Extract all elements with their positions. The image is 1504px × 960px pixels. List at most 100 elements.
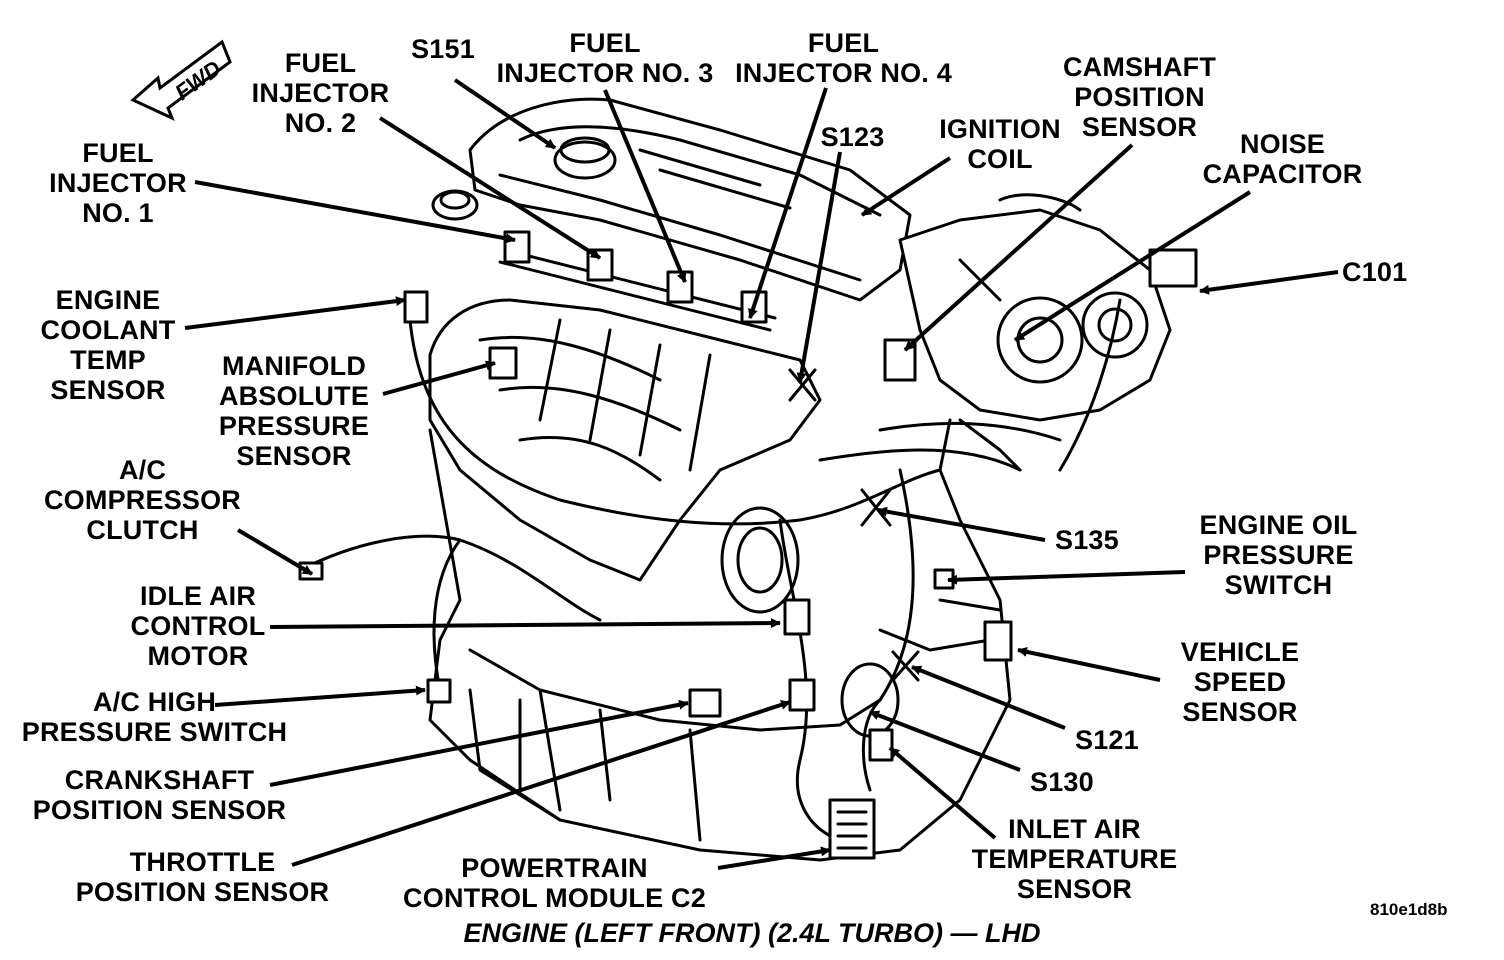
callout-line: PRESSURE SWITCH: [21, 717, 288, 747]
callout-line: POSITION: [1074, 82, 1205, 112]
callout-idle-air-control-motor: IDLE AIR CONTROL MOTOR: [118, 581, 278, 671]
leader-throttle-position-sensor: [291, 700, 791, 867]
engine-body: [298, 97, 1198, 862]
forward-direction-arrow: FWD: [130, 39, 232, 121]
leader-inlet-air-temperature-sensor: [888, 746, 997, 840]
callout-line: MOTOR: [147, 641, 249, 671]
callout-line: TEMP: [70, 345, 146, 375]
callout-line: SPEED: [1193, 667, 1287, 697]
callout-s121: S121: [1075, 725, 1170, 755]
callout-manifold-absolute-pressure-sensor: MANIFOLD ABSOLUTE PRESSURE SENSOR: [205, 351, 383, 471]
callout-line: INJECTOR: [49, 168, 187, 198]
callout-inlet-air-temperature-sensor: INLET AIR TEMPERATURE SENSOR: [962, 814, 1187, 904]
callout-line: SENSOR: [50, 375, 166, 405]
leader-s121: [911, 665, 1066, 730]
callout-line: IGNITION: [939, 114, 1061, 144]
callout-line: S121: [1075, 725, 1139, 755]
callout-line: CRANKSHAFT: [64, 765, 255, 795]
callout-line: ENGINE: [55, 285, 161, 315]
leader-s123: [796, 151, 842, 383]
leader-noise-capacitor: [1013, 190, 1252, 342]
callout-fuel-injector-3: FUEL INJECTOR NO. 3: [485, 28, 725, 88]
callout-fuel-injector-2: FUEL INJECTOR NO. 2: [238, 48, 403, 138]
leader-fuel-injector-2: [378, 116, 602, 260]
leader-fuel-injector-3: [603, 89, 687, 283]
callout-line: MANIFOLD: [221, 351, 367, 381]
leader-fuel-injector-4: [748, 87, 828, 319]
callout-line: A/C: [118, 455, 167, 485]
callout-line: NO. 2: [284, 108, 357, 138]
callout-line: SENSOR: [1182, 697, 1298, 727]
callout-line: COOLANT: [40, 315, 176, 345]
callout-line: POSITION SENSOR: [32, 795, 287, 825]
callout-line: CLUTCH: [86, 515, 199, 545]
callout-line: ABSOLUTE: [218, 381, 370, 411]
leader-ignition-coil: [860, 156, 952, 217]
callout-line: PRESSURE: [1203, 540, 1354, 570]
leader-powertrain-control-module-c2: [717, 846, 831, 870]
callout-ignition-coil: IGNITION COIL: [925, 114, 1075, 174]
callout-engine-oil-pressure-switch: ENGINE OIL PRESSURE SWITCH: [1186, 510, 1371, 600]
leader-engine-coolant-temp-sensor: [184, 296, 406, 330]
leader-lines: [184, 78, 1339, 870]
leader-ac-high-pressure-switch: [214, 685, 426, 707]
callout-fuel-injector-1: FUEL INJECTOR NO. 1: [38, 138, 198, 228]
callout-line: FUEL: [284, 48, 357, 78]
leader-manifold-absolute-pressure-sensor: [382, 360, 496, 396]
callout-line: A/C HIGH: [92, 687, 217, 717]
callout-line: COMPRESSOR: [43, 485, 242, 515]
callout-vehicle-speed-sensor: VEHICLE SPEED SENSOR: [1165, 637, 1315, 727]
leader-c101: [1199, 270, 1339, 295]
callout-line: POSITION SENSOR: [75, 877, 330, 907]
leader-engine-oil-pressure-switch: [947, 570, 1186, 585]
leader-vehicle-speed-sensor: [1017, 646, 1161, 682]
callout-s151: S151: [398, 34, 488, 64]
callout-line: INJECTOR NO. 4: [735, 58, 952, 88]
callout-line: S135: [1055, 525, 1119, 555]
leader-camshaft-position-sensor: [903, 143, 1134, 352]
callout-noise-capacitor: NOISE CAPACITOR: [1195, 129, 1370, 189]
callout-line: ENGINE OIL: [1199, 510, 1358, 540]
callout-line: S151: [411, 34, 475, 64]
callout-line: CONTROL MODULE C2: [403, 883, 706, 913]
leader-crankshaft-position-sensor: [269, 699, 689, 787]
callout-s135: S135: [1055, 525, 1150, 555]
callout-line: SWITCH: [1224, 570, 1333, 600]
callout-powertrain-control-module-c2: POWERTRAIN CONTROL MODULE C2: [392, 853, 717, 913]
callout-crankshaft-position-sensor: CRANKSHAFT POSITION SENSOR: [22, 765, 297, 825]
callout-line: CONTROL: [130, 611, 266, 641]
callout-line: INJECTOR: [251, 78, 390, 108]
callout-line: SENSOR: [1016, 874, 1133, 904]
callout-s130: S130: [1030, 767, 1125, 797]
leader-s151: [453, 78, 557, 150]
leader-s130: [869, 710, 1021, 772]
leader-s135: [877, 506, 1046, 542]
callout-line: S123: [820, 122, 885, 152]
callout-line: SENSOR: [236, 441, 352, 471]
callout-c101: C101: [1342, 257, 1432, 287]
callout-line: CAMSHAFT: [1062, 52, 1217, 82]
callout-line: POWERTRAIN: [461, 853, 648, 883]
callout-camshaft-position-sensor: CAMSHAFT POSITION SENSOR: [1052, 52, 1227, 142]
callout-line: C101: [1342, 257, 1408, 287]
callout-line: VEHICLE: [1180, 637, 1300, 667]
callout-line: NOISE: [1239, 129, 1326, 159]
callout-line: FUEL: [807, 28, 880, 58]
callout-line: INJECTOR NO. 3: [496, 58, 714, 88]
figure-id: 810e1d8b: [1370, 900, 1448, 919]
callout-line: TEMPERATURE: [971, 844, 1178, 874]
callout-line: S130: [1030, 767, 1094, 797]
diagram-caption: ENGINE (LEFT FRONT) (2.4L TURBO) — LHD: [463, 918, 1041, 948]
callout-line: PRESSURE: [218, 411, 370, 441]
callout-engine-coolant-temp-sensor: ENGINE COOLANT TEMP SENSOR: [28, 285, 188, 405]
callout-line: SENSOR: [1081, 112, 1198, 142]
callout-fuel-injector-4: FUEL INJECTOR NO. 4: [726, 28, 961, 88]
leader-idle-air-control-motor: [269, 618, 781, 629]
callout-line: FUEL: [569, 28, 641, 58]
callout-s123: S123: [805, 122, 900, 152]
callout-throttle-position-sensor: THROTTLE POSITION SENSOR: [65, 847, 340, 907]
callout-line: NO. 1: [82, 198, 154, 228]
callout-line: INLET AIR: [1008, 814, 1141, 844]
